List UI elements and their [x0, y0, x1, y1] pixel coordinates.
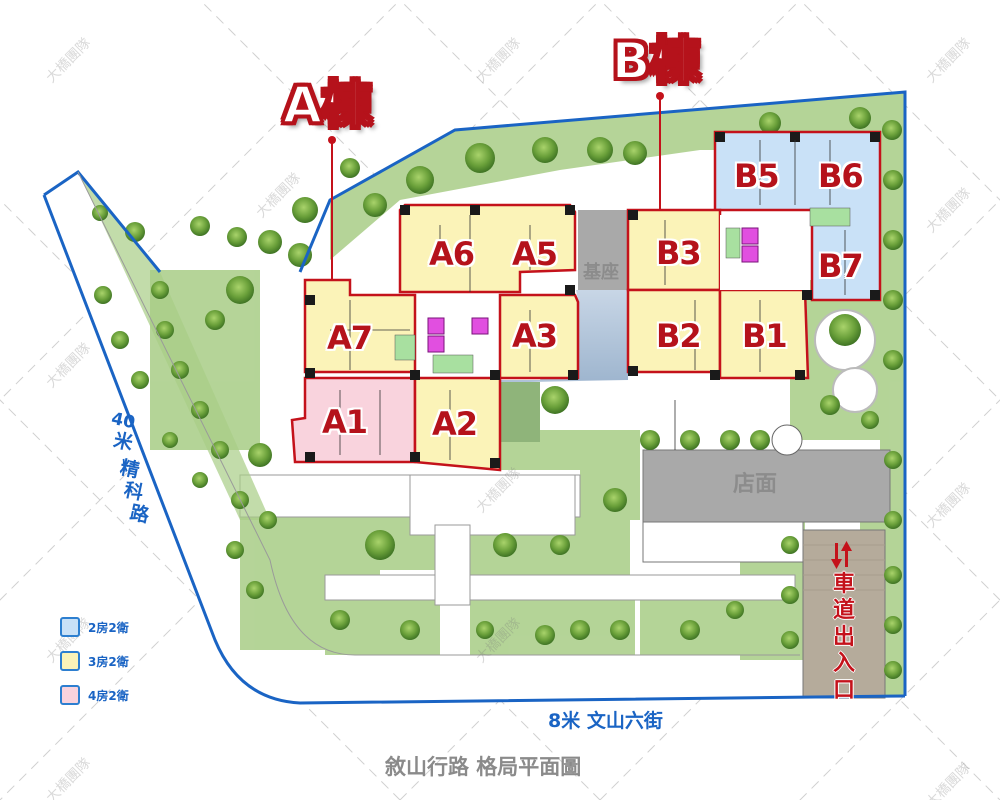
shop-label: 店面 [733, 472, 778, 497]
swatch-pink-icon [60, 685, 80, 705]
legend-item-2br: 2房2衛 [60, 610, 129, 644]
shop-block [642, 449, 891, 523]
unit-a3[interactable]: A3 [512, 317, 558, 355]
driveway-char: 車 [832, 572, 855, 597]
driveway-char: 出 [832, 624, 855, 650]
building-b-title: B棟 [611, 32, 701, 90]
unit-b5[interactable]: B5 [734, 157, 780, 195]
street-char: 米 [111, 428, 135, 455]
driveway-char: 口 [832, 677, 855, 703]
street-char: 科 [122, 479, 146, 505]
legend-label: 2房2衛 [88, 620, 129, 635]
unit-a6[interactable]: A6 [429, 235, 475, 273]
unit-b3[interactable]: B3 [656, 234, 702, 272]
building-a-title: A棟 [282, 76, 373, 134]
legend: 2房2衛 3房2衛 4房2衛 [60, 610, 129, 712]
swatch-yellow-icon [60, 651, 80, 671]
driveway-char: 入 [832, 651, 855, 677]
street-char: 路 [127, 501, 152, 528]
unit-a5[interactable]: A5 [512, 235, 558, 273]
swatch-blue-icon [60, 617, 80, 637]
driveway [802, 529, 886, 699]
unit-b7[interactable]: B7 [818, 247, 864, 285]
base-area [578, 210, 628, 290]
legend-label: 4房2衛 [88, 688, 129, 703]
legend-item-3br: 3房2衛 [60, 644, 129, 678]
unit-b1[interactable]: B1 [742, 317, 788, 355]
west-street-label: 40 米 精 科 路 [109, 409, 152, 528]
driveway-arrows [831, 541, 852, 569]
legend-label: 3房2衛 [88, 654, 129, 669]
driveway-label: 車 道 出 入 口 [829, 572, 859, 704]
unit-a1[interactable]: A1 [322, 403, 368, 441]
driveway-char: 道 [832, 598, 855, 624]
unit-a2[interactable]: A2 [432, 405, 478, 443]
base-label: 基座 [583, 262, 619, 283]
legend-item-4br: 4房2衛 [60, 678, 129, 712]
south-street-label: 8米 文山六街 [548, 710, 663, 732]
unit-a7[interactable]: A7 [327, 319, 373, 357]
unit-b2[interactable]: B2 [656, 317, 702, 355]
unit-b6[interactable]: B6 [818, 157, 864, 195]
page-title: 敘山行路 格局平面圖 [385, 755, 582, 779]
